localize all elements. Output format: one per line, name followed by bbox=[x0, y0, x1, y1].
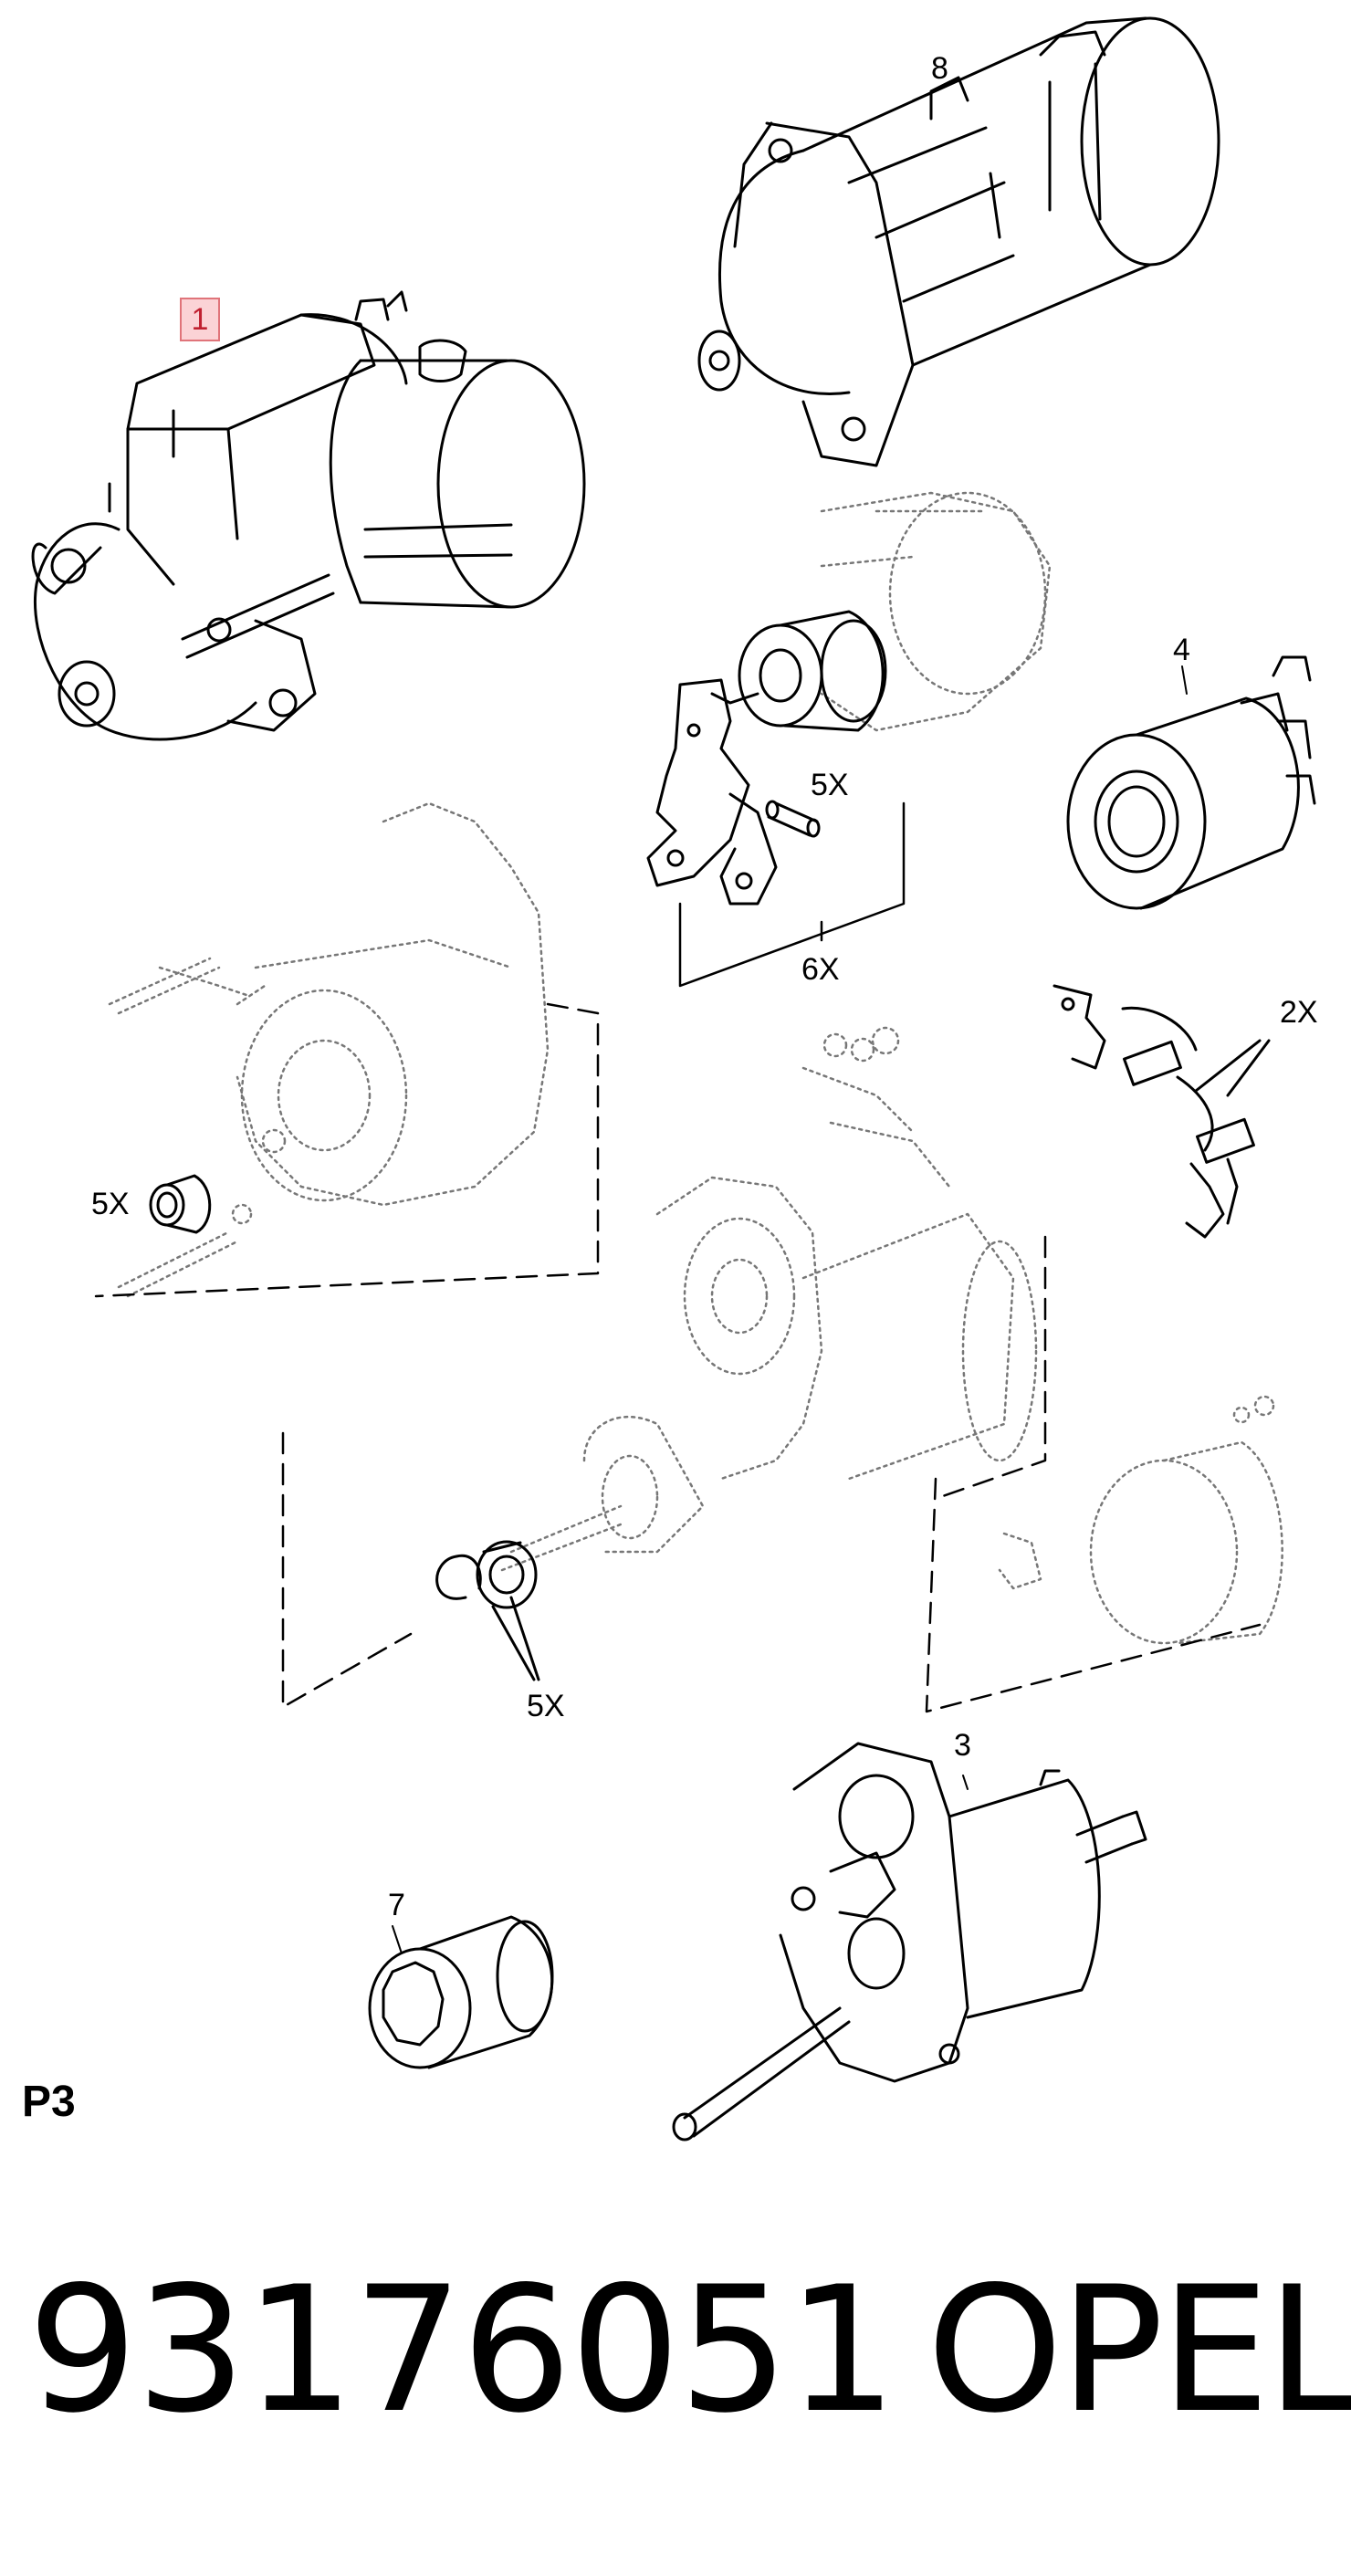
leader-lines bbox=[392, 81, 1188, 1954]
seal-ring bbox=[435, 1540, 540, 1681]
qty-brush-label: 2X bbox=[1280, 995, 1318, 1030]
frame-centre bbox=[281, 1235, 1047, 1709]
pin bbox=[765, 800, 821, 838]
qty-fork-label: 6X bbox=[801, 952, 840, 987]
item-1-callout[interactable]: 1 bbox=[180, 298, 220, 341]
plunger bbox=[710, 610, 887, 732]
exploded-parts-diagram bbox=[31, 16, 1316, 2141]
bush bbox=[149, 1174, 212, 1234]
item-7-label: 7 bbox=[388, 1888, 405, 1922]
qty-bush-label: 5X bbox=[91, 1187, 130, 1221]
bracket-6x bbox=[678, 801, 906, 988]
drive-end-housing-ghost bbox=[108, 801, 550, 1298]
pinion-gear bbox=[368, 1915, 554, 2069]
qty-pin-label: 5X bbox=[811, 768, 849, 802]
frame-right bbox=[925, 1477, 1262, 1713]
frame-left bbox=[94, 1002, 600, 1298]
qty-ring-label: 5X bbox=[527, 1689, 565, 1723]
item-3-label: 3 bbox=[954, 1728, 971, 1763]
end-cover-ghost bbox=[998, 1395, 1283, 1645]
item-4-label: 4 bbox=[1173, 633, 1190, 667]
solenoid-ghost bbox=[820, 491, 1052, 732]
brand-name: OPEL bbox=[927, 2249, 1351, 2451]
item-8-label: 8 bbox=[931, 51, 948, 86]
part-number: 93176051 bbox=[27, 2249, 897, 2451]
starter-motor-assembly bbox=[31, 290, 586, 741]
brush-set bbox=[1053, 984, 1271, 1239]
solenoid-switch bbox=[1066, 655, 1316, 910]
starter-motor-alt bbox=[697, 16, 1220, 467]
centre-starter-ghost bbox=[500, 1026, 1038, 1572]
page-reference: P3 bbox=[22, 2078, 76, 2126]
fork-lever bbox=[646, 678, 778, 906]
drive-end-assembly bbox=[672, 1742, 1147, 2141]
